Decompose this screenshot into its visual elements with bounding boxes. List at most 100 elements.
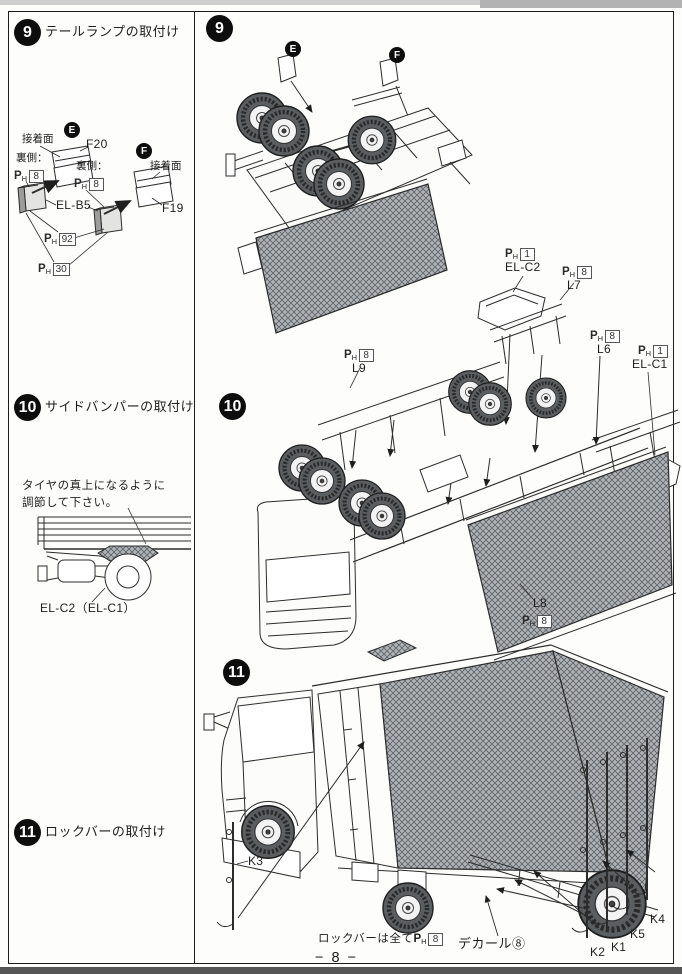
step-number: 9 — [215, 19, 224, 37]
scan-edge-top — [0, 0, 682, 5]
part-label-el-c1: EL-C1 — [632, 357, 668, 371]
sidebar-step11-badge: 11 — [14, 819, 41, 846]
step9-drawing — [225, 53, 473, 334]
paint-sub: H — [569, 270, 576, 279]
paint-sub: H — [21, 174, 28, 183]
part-label-k5: K5 — [630, 927, 646, 941]
sidebar-step10-title: サイドバンパーの取付け — [45, 399, 195, 414]
lockbar-note-text: ロックバーは全て — [318, 933, 414, 945]
paint-letter: P — [344, 349, 352, 361]
paint-number: 1 — [519, 248, 535, 261]
paint-letter: P — [38, 263, 46, 275]
paint-number: 8 — [576, 266, 592, 279]
page-number: − 8 − — [315, 950, 359, 966]
backside-label-right: 裏側： — [76, 160, 108, 172]
backside-label-left: 裏側： — [16, 152, 48, 164]
part-label-el-c2-el-c1: EL-C2（EL-C1） — [40, 601, 136, 615]
scan-edge-bottom — [0, 967, 682, 974]
step-number: 10 — [223, 397, 242, 415]
paint-sub: H — [529, 619, 536, 628]
glue-face-label-right: 接着面 — [150, 160, 182, 172]
page-border — [8, 11, 674, 964]
sidebar-step10-badge: 10 — [14, 394, 41, 421]
part-label-l9: L9 — [352, 361, 366, 375]
step11-badge: 11 — [223, 659, 250, 686]
scan-edge-top-right — [480, 0, 682, 8]
paint-sub: H — [645, 349, 652, 358]
part-label-k2: K2 — [590, 945, 606, 959]
step-number: 10 — [18, 398, 37, 416]
step9-part-f-badge: F — [389, 47, 405, 63]
paint-letter: P — [14, 170, 22, 182]
sidebar-step11-title: ロックバーの取付け — [45, 824, 166, 839]
paint-sub: H — [51, 237, 58, 246]
paint-number: 30 — [52, 263, 70, 276]
paint-sub: H — [512, 252, 519, 261]
part-f-badge: F — [136, 143, 152, 159]
paint-number: 8 — [88, 178, 104, 191]
part-label-l8: L8 — [533, 596, 547, 610]
paint-number: 92 — [58, 233, 76, 246]
step-number: 9 — [23, 23, 32, 41]
adjust-note-line1: タイヤの真上になるように — [22, 480, 166, 492]
sidebar-step9-badge: 9 — [14, 19, 41, 46]
step9-badge: 9 — [206, 15, 233, 42]
adjust-note-line2: 調節して下さい。 — [22, 497, 118, 509]
paint-sub: H — [597, 334, 604, 343]
badge-letter: F — [140, 145, 148, 157]
step-number: 11 — [228, 663, 245, 681]
part-label-k1: K1 — [611, 940, 627, 954]
part-label-k3: K3 — [248, 854, 264, 868]
step10-badge: 10 — [219, 393, 246, 420]
paint-letter: P — [505, 248, 513, 260]
sidebar-sidebumper-diagram — [37, 507, 191, 603]
step10-drawing — [256, 275, 681, 662]
step11-drawing — [203, 644, 669, 938]
paint-sub: H — [81, 182, 88, 191]
step9-part-e-badge: E — [285, 41, 301, 57]
paint-letter: P — [638, 345, 646, 357]
paint-letter: P — [44, 233, 52, 245]
part-label-l6: L6 — [597, 342, 611, 356]
paint-sub: H — [421, 937, 427, 946]
part-label-el-b5: EL-B5 — [56, 198, 91, 212]
paint-letter: P — [562, 266, 570, 278]
paint-sub: H — [351, 353, 358, 362]
paint-letter: P — [522, 615, 530, 627]
badge-letter: F — [393, 49, 401, 61]
part-label-f19: F19 — [162, 201, 184, 215]
paint-letter: P — [74, 178, 82, 190]
sidebar-step9-title: テールランプの取付け — [45, 24, 180, 39]
part-e-badge: E — [64, 122, 80, 138]
paint-number: 8 — [358, 349, 374, 362]
part-label-k4: K4 — [650, 912, 666, 926]
paint-number: 1 — [652, 345, 668, 358]
glue-face-label-left: 接着面 — [22, 133, 54, 145]
part-label-l7: L7 — [567, 278, 581, 292]
part-label-f20: F20 — [86, 137, 108, 151]
paint-number: 8 — [428, 933, 444, 946]
paint-letter: P — [413, 933, 422, 945]
paint-letter: P — [590, 330, 598, 342]
paint-sub: H — [45, 267, 52, 276]
part-label-el-c2: EL-C2 — [505, 260, 541, 274]
badge-letter: E — [289, 43, 297, 55]
column-divider — [194, 11, 196, 964]
step-number: 11 — [19, 823, 36, 841]
decal-label: デカール⑧ — [458, 936, 526, 951]
sidebar-taillamp-diagram — [17, 145, 174, 267]
paint-number: 8 — [604, 330, 620, 343]
